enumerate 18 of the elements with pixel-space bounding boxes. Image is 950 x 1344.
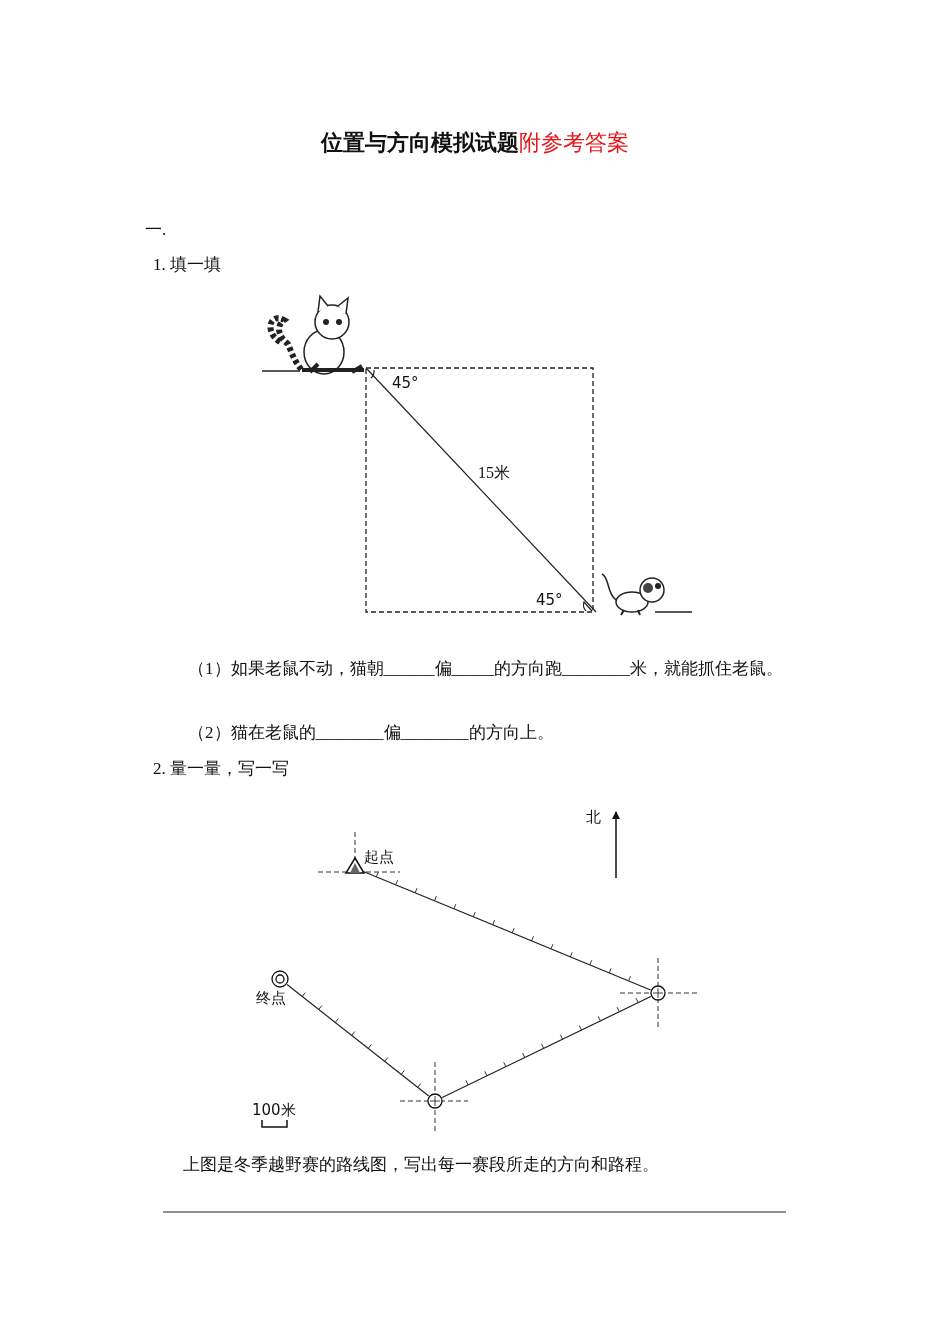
section-number: 一. <box>145 220 167 241</box>
north-label: 北 <box>586 808 601 826</box>
edge-label: 15米 <box>476 463 512 483</box>
question-heading: 2. 量一量，写一写 <box>153 759 289 780</box>
question-text: 上图是冬季越野赛的路线图，写出每一赛段所走的方向和路程。 <box>183 1155 659 1176</box>
route-line <box>362 870 652 991</box>
point-label: 起点 <box>364 848 394 866</box>
angle-label: 45° <box>392 374 419 392</box>
angle-label: 45° <box>536 591 563 609</box>
question-heading: 1. 填一填 <box>153 255 221 276</box>
route-line <box>286 983 430 1097</box>
question-text: （2）猫在老鼠的________偏________的方向上。 <box>188 723 554 744</box>
question-text: （1）如果老鼠不动，猫朝______偏_____的方向跑________米，就能抓住老鼠。 <box>187 658 784 680</box>
point-label: 终点 <box>256 989 286 1007</box>
title: 位置与方向模拟试题 <box>321 130 519 155</box>
route-line <box>441 995 652 1099</box>
scale-label: 100米 <box>252 1101 296 1119</box>
title-note: 附参考答案 <box>519 130 629 155</box>
